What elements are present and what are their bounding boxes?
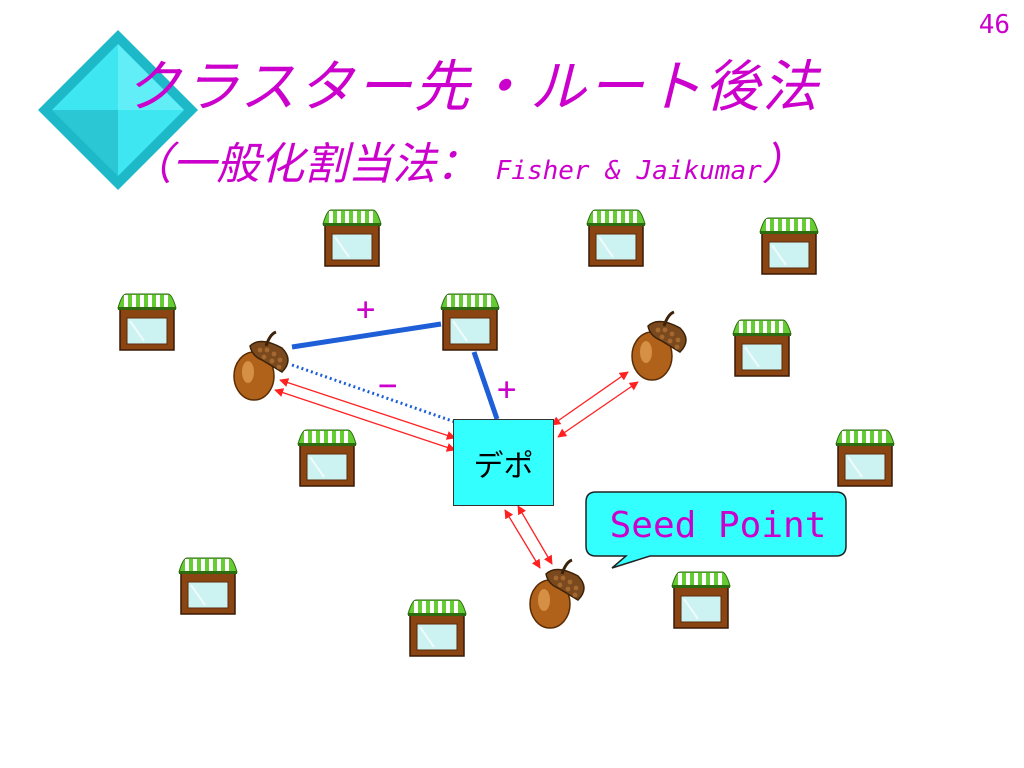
sign-plus-right: + bbox=[497, 370, 517, 408]
arrow-depot-right-a bbox=[551, 371, 629, 426]
slide-number: 46 bbox=[978, 10, 1010, 40]
arrow-depot-bottom-b bbox=[517, 505, 553, 565]
callout-text: Seed Point bbox=[609, 505, 827, 546]
shop-icon bbox=[117, 293, 177, 351]
sign-plus-top: + bbox=[356, 290, 376, 328]
shop-icon bbox=[586, 209, 646, 267]
decorative-diamond bbox=[38, 30, 198, 190]
title-line-1: クラスター先・ルート後法 bbox=[125, 55, 820, 120]
acorn-icon bbox=[630, 310, 688, 382]
edge-acorn-to-shop bbox=[291, 321, 442, 350]
title-line-2-authors: Fisher & Jaikumar bbox=[480, 156, 762, 186]
edge-acorn-to-depot-dotted bbox=[291, 363, 456, 424]
shop-icon bbox=[407, 599, 467, 657]
shop-icon bbox=[178, 557, 238, 615]
title-line-2-main: （一般化割当法： bbox=[128, 139, 480, 190]
shop-icon bbox=[732, 319, 792, 377]
edge-shop-to-depot bbox=[471, 351, 500, 420]
shop-icon bbox=[322, 209, 382, 267]
shop-icon bbox=[297, 429, 357, 487]
sign-minus: − bbox=[378, 366, 398, 404]
arrow-depot-left-b bbox=[274, 388, 456, 452]
depot-box: デポ bbox=[453, 419, 554, 506]
arrow-depot-bottom-a bbox=[504, 509, 541, 569]
shop-icon bbox=[671, 571, 731, 629]
title-line-2-close: ） bbox=[761, 139, 806, 190]
acorn-icon bbox=[528, 558, 586, 630]
seed-point-callout bbox=[585, 491, 847, 569]
shop-icon bbox=[440, 293, 500, 351]
shop-icon bbox=[835, 429, 895, 487]
arrow-depot-left-a bbox=[279, 378, 456, 440]
arrow-depot-right-b bbox=[557, 381, 639, 438]
title-line-2: （一般化割当法： Fisher & Jaikumar） bbox=[128, 128, 806, 192]
shop-icon bbox=[759, 217, 819, 275]
acorn-icon bbox=[232, 330, 290, 402]
depot-label: デポ bbox=[473, 448, 534, 484]
